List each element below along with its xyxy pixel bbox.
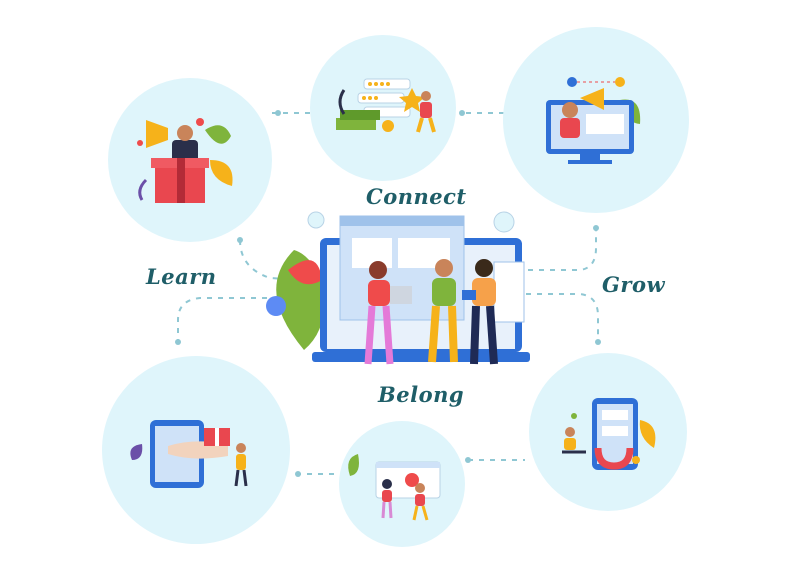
label-connect: Connect — [366, 184, 467, 209]
tablet-gift-hand-icon — [130, 420, 248, 488]
connector-learn-lower — [177, 297, 300, 340]
team-laptop-hub-icon — [266, 211, 530, 365]
gift-megaphone-icon — [137, 118, 233, 203]
rating-stars-money-icon — [336, 78, 436, 133]
label-grow: Grow — [602, 272, 666, 297]
couple-like-browser-icon — [348, 454, 441, 521]
label-belong: Belong — [378, 382, 465, 407]
connector-grow-upper — [528, 228, 597, 271]
monitor-megaphone-icon — [546, 77, 641, 164]
connector-dots — [175, 110, 601, 477]
connector-grow-lower — [526, 293, 599, 340]
label-learn: Learn — [146, 264, 217, 289]
connectors — [177, 112, 599, 475]
phone-magnet-icon — [562, 398, 656, 470]
circles — [102, 27, 689, 547]
